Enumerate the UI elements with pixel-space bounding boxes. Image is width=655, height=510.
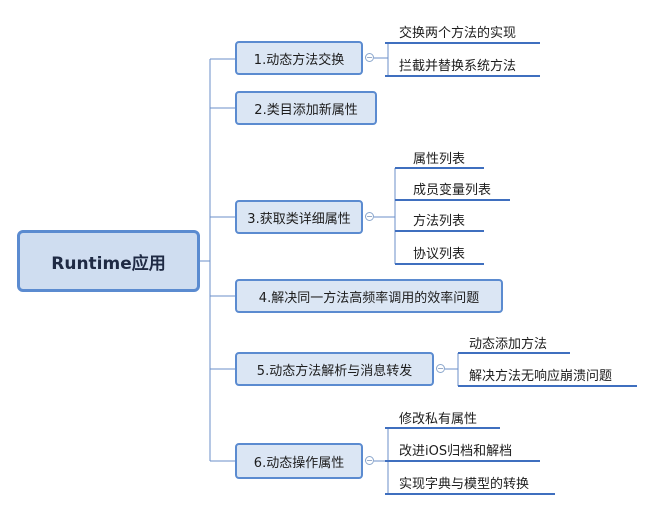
branch-category-add-property[interactable]: 2.类目添加新属性 xyxy=(235,91,377,125)
leaf-fix-unrecognized-selector-crash[interactable]: 解决方法无响应崩溃问题 xyxy=(469,363,634,385)
leaf-label: 拦截并替换系统方法 xyxy=(399,58,517,74)
branch-high-frequency-call-efficiency[interactable]: 4.解决同一方法高频率调用的效率问题 xyxy=(235,279,503,313)
leaf-method-list[interactable]: 方法列表 xyxy=(413,208,483,230)
leaf-modify-private-property[interactable]: 修改私有属性 xyxy=(399,406,499,428)
branch-dynamic-property-ops[interactable]: 6.动态操作属性 xyxy=(235,443,363,479)
branch-get-class-details[interactable]: 3.获取类详细属性 xyxy=(235,200,363,234)
branch-label: 1.动态方法交换 xyxy=(253,52,345,68)
leaf-label: 实现字典与模型的转换 xyxy=(399,476,530,492)
leaf-label: 解决方法无响应崩溃问题 xyxy=(469,368,613,384)
leaf-improve-ios-archiving[interactable]: 改进iOS归档和解档 xyxy=(399,438,539,460)
branch-dynamic-method-swizzling[interactable]: 1.动态方法交换 xyxy=(235,41,363,75)
leaf-label: 协议列表 xyxy=(413,246,466,262)
branch-label: 2.类目添加新属性 xyxy=(254,102,358,118)
root-label: Runtime应用 xyxy=(51,253,166,274)
leaf-label: 成员变量列表 xyxy=(413,182,492,198)
leaf-property-list[interactable]: 属性列表 xyxy=(413,146,483,168)
leaf-dynamic-add-method[interactable]: 动态添加方法 xyxy=(469,331,569,353)
leaf-label: 改进iOS归档和解档 xyxy=(399,443,513,459)
leaf-label: 修改私有属性 xyxy=(399,411,478,427)
leaf-label: 交换两个方法的实现 xyxy=(399,25,517,41)
collapse-toggle-icon[interactable]: − xyxy=(365,52,374,62)
leaf-label: 动态添加方法 xyxy=(469,336,548,352)
leaf-protocol-list[interactable]: 协议列表 xyxy=(413,241,483,263)
branch-label: 6.动态操作属性 xyxy=(253,455,345,471)
leaf-swap-two-method-impls[interactable]: 交换两个方法的实现 xyxy=(399,20,539,42)
branch-label: 4.解决同一方法高频率调用的效率问题 xyxy=(258,290,480,306)
branch-method-resolution-forwarding[interactable]: 5.动态方法解析与消息转发 xyxy=(235,352,434,386)
root-node[interactable]: Runtime应用 xyxy=(17,230,200,292)
collapse-toggle-icon[interactable]: − xyxy=(436,363,445,373)
leaf-label: 方法列表 xyxy=(413,213,466,229)
branch-label: 5.动态方法解析与消息转发 xyxy=(256,363,413,379)
collapse-toggle-icon[interactable]: − xyxy=(365,211,374,221)
leaf-ivar-list[interactable]: 成员变量列表 xyxy=(413,177,508,199)
collapse-toggle-icon[interactable]: − xyxy=(365,455,374,465)
leaf-dict-model-conversion[interactable]: 实现字典与模型的转换 xyxy=(399,471,554,493)
leaf-intercept-system-methods[interactable]: 拦截并替换系统方法 xyxy=(399,53,539,75)
branch-label: 3.获取类详细属性 xyxy=(247,211,351,227)
leaf-label: 属性列表 xyxy=(413,151,466,167)
